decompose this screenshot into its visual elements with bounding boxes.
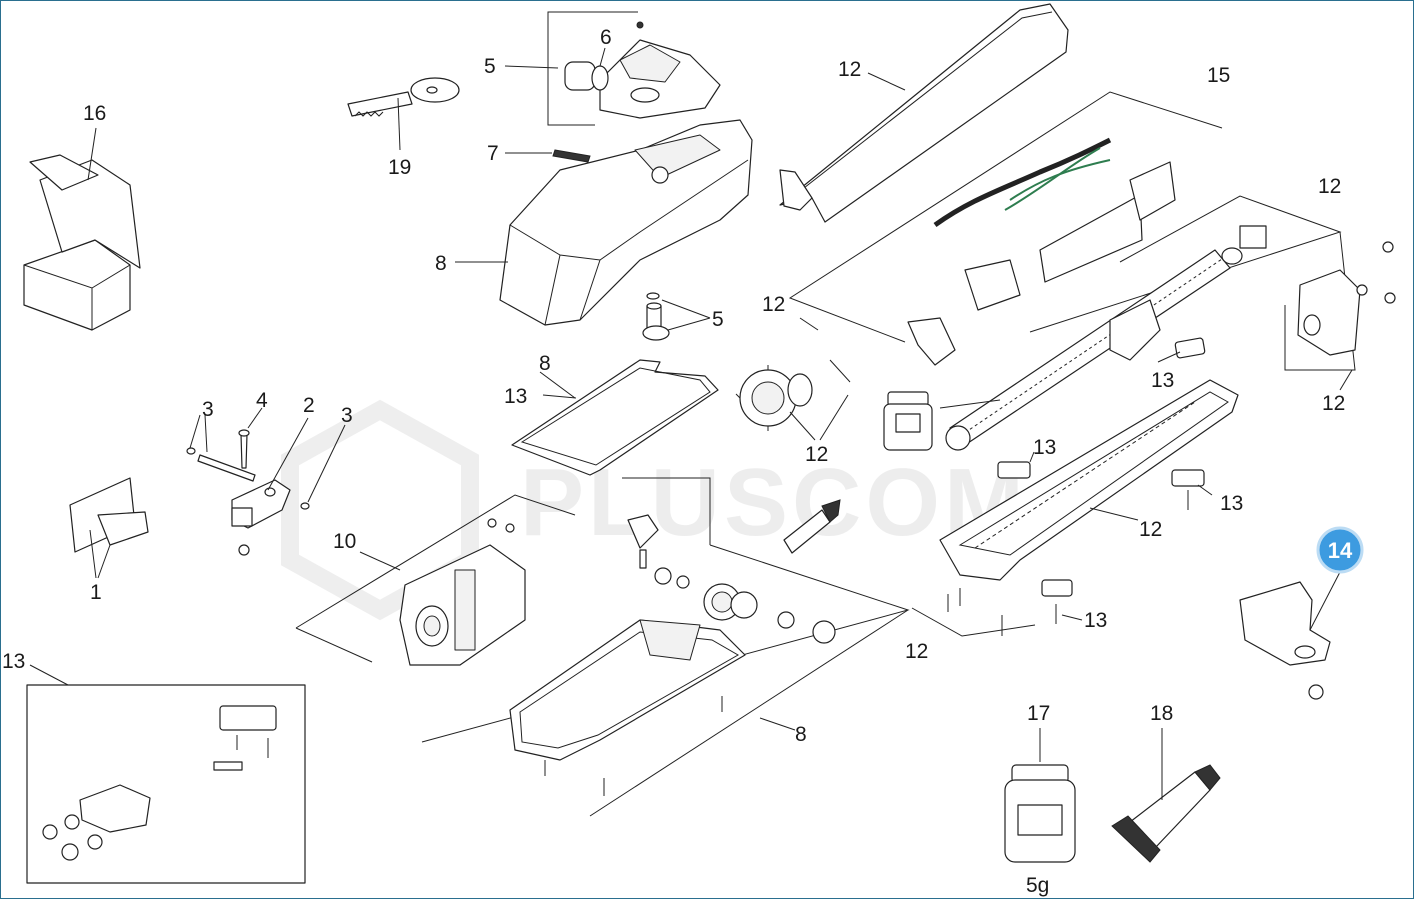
part-13-gasket [511,359,719,476]
part-8-lower-housing [421,477,910,817]
callout-13-gasket: 13 [504,385,527,408]
callout-8-body: 8 [435,252,447,275]
jar-weight-label: 5g [1026,874,1049,897]
part-13-accessory-kit [26,664,306,884]
part-12-spindle [939,195,1342,451]
callout-7: 7 [487,142,499,165]
part-12-rear-bracket [1284,231,1396,391]
part-13-pads [997,337,1213,624]
watermark-logo [281,399,479,621]
part-12-rail [939,379,1239,581]
callout-17: 17 [1027,702,1050,725]
callout-8-lower: 8 [795,723,807,746]
part-12-screws [911,588,1036,637]
part-1-bracket [69,477,149,579]
callout-labels: 16 19 5 6 7 8 5 8 13 3 4 2 3 1 10 12 15 … [2,26,1345,897]
part-14-badge[interactable]: 14 [1316,526,1364,574]
callout-6: 6 [600,26,612,49]
callout-12-screws: 12 [905,640,928,663]
callout-10: 10 [333,530,356,553]
callout-12-electronics: 12 [762,293,785,316]
part-19-key [347,77,460,151]
callout-15: 15 [1207,64,1230,87]
part-3-4-pins [186,407,346,510]
upper-housing-group [455,11,753,326]
part-5-shaft [642,292,711,341]
grease-jar-small [883,391,933,451]
callout-12-rear-bracket: 12 [1322,392,1345,415]
callout-18: 18 [1150,702,1173,725]
part-12-gear [735,317,851,441]
grease-tube-small [783,499,841,554]
callout-3-left: 3 [202,398,214,421]
callout-13-pad-right: 13 [1220,492,1243,515]
badge-14-label: 14 [1328,538,1353,563]
part-15-electronics [788,91,1223,366]
part-2-fork [231,417,309,556]
callout-5-top: 5 [484,55,496,78]
part-18-grease-tube [1111,728,1221,863]
part-10-motor [295,494,576,666]
callout-12-spindle: 12 [1318,175,1341,198]
callout-2: 2 [303,394,315,417]
part-17-grease-jar [1004,728,1076,863]
part-12-cover [779,3,1069,223]
callout-19: 19 [388,156,411,179]
callout-13-pad-top: 13 [1151,369,1174,392]
callout-16: 16 [83,102,106,125]
callout-13-pad-bottom: 13 [1084,609,1107,632]
callout-12-cover: 12 [838,58,861,81]
callout-4: 4 [256,389,268,412]
callout-5-shaft: 5 [712,308,724,331]
callout-13-kit: 13 [2,650,25,673]
part-14-bracket [1239,571,1341,700]
callout-1: 1 [90,581,102,604]
callout-12-gear: 12 [805,443,828,466]
callout-8-gasket: 8 [539,352,551,375]
callout-12-rail: 12 [1139,518,1162,541]
part-16-box [23,127,141,331]
callout-3-right: 3 [341,404,353,427]
callout-13-pad-middle: 13 [1033,436,1056,459]
